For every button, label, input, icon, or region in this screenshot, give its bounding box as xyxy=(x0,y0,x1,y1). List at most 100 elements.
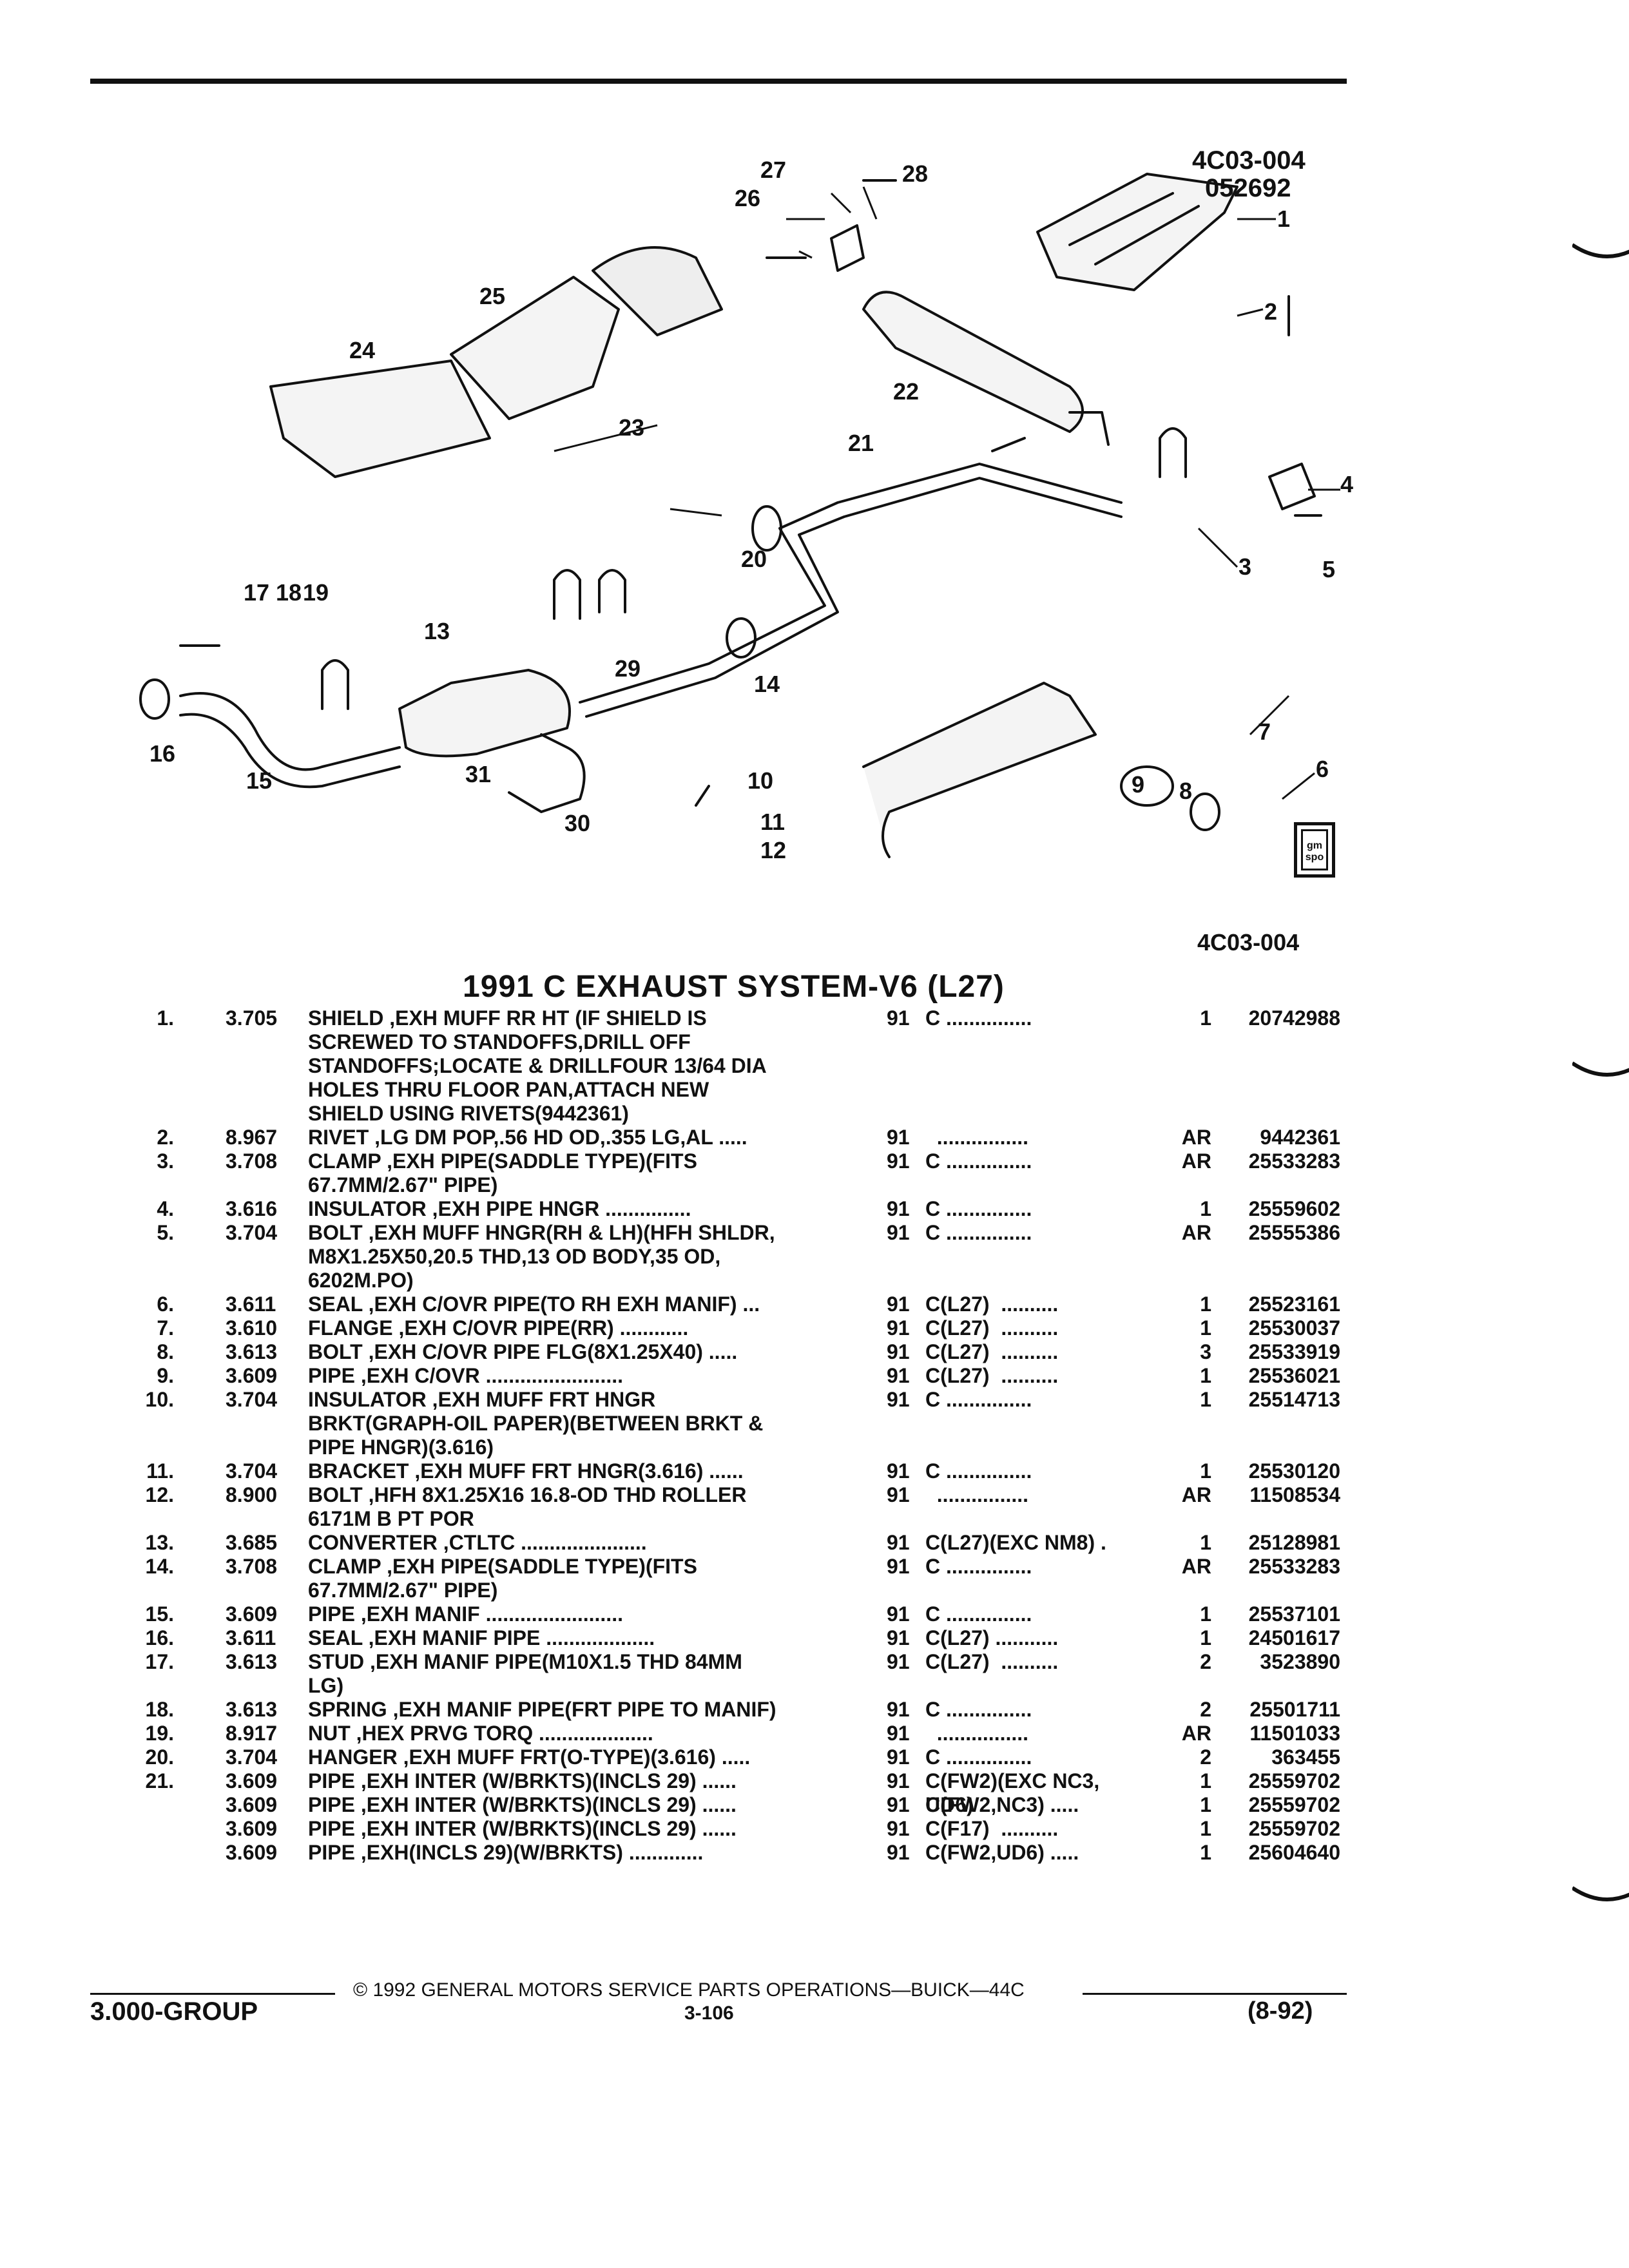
usage-code: C(FW2,NC3) ..... xyxy=(925,1793,1079,1816)
callout-29: 29 xyxy=(615,655,641,682)
callout-11: 11 xyxy=(760,809,785,835)
part-number: 25555386 xyxy=(1248,1221,1340,1244)
group-number: 3.613 xyxy=(226,1340,278,1363)
part-name: CONVERTER xyxy=(308,1531,438,1554)
usage-code: C ............... xyxy=(925,1388,1032,1411)
part-number: 25537101 xyxy=(1248,1602,1340,1626)
group-number: 3.685 xyxy=(226,1531,278,1554)
item-number: 17. xyxy=(145,1650,174,1673)
gm-spo-logo-text: gm spo xyxy=(1301,829,1328,870)
part-detail: ,EXH MANIF PIPE(FRT PIPE TO MANIF) xyxy=(387,1698,776,1721)
usage-code: C(L27)(EXC NM8) . xyxy=(925,1531,1106,1554)
part-name: STUD xyxy=(308,1650,365,1673)
callout-7: 7 xyxy=(1258,718,1271,745)
usage-code: C(FW2)(EXC NC3, UD6) xyxy=(925,1769,1100,1816)
group-number: 3.704 xyxy=(226,1459,278,1483)
model-year: 91 xyxy=(887,1817,910,1840)
part-detail: ,EXH C/OVR PIPE FLG(8X1.25X40) ..... xyxy=(362,1340,738,1363)
usage-code: C(L27) ........... xyxy=(925,1626,1059,1649)
footer-rule-left xyxy=(90,1993,335,1995)
part-description: CLAMP ,EXH PIPE(SADDLE TYPE)(FITS 67.7MM… xyxy=(308,1149,836,1197)
quantity: 2 xyxy=(1200,1698,1211,1721)
margin-mark xyxy=(1572,243,1629,258)
part-description: PIPE ,EXH INTER (W/BRKTS)(INCLS 29) ....… xyxy=(308,1793,836,1817)
part-number: 25533919 xyxy=(1248,1340,1340,1363)
figure-code: 4C03-004 xyxy=(1192,146,1306,175)
usage-code: C ............... xyxy=(925,1698,1032,1721)
callout-13: 13 xyxy=(424,618,450,644)
part-detail: ,EXH MUFF RR HT (IF SHIELD IS SCREWED TO… xyxy=(308,1006,767,1125)
part-number: 25530037 xyxy=(1248,1316,1340,1340)
usage-code: C(L27) .......... xyxy=(925,1340,1059,1363)
group-number: 3.609 xyxy=(226,1841,278,1864)
part-description: BOLT ,EXH MUFF HNGR(RH & LH)(HFH SHLDR, … xyxy=(308,1221,836,1293)
part-description: PIPE ,EXH C/OVR ........................ xyxy=(308,1364,836,1388)
item-number: 20. xyxy=(145,1745,174,1769)
group-number: 3.705 xyxy=(226,1006,278,1030)
group-number: 8.967 xyxy=(226,1126,278,1149)
model-year: 91 xyxy=(887,1006,910,1030)
callout-3: 3 xyxy=(1239,553,1251,580)
usage-code: C ............... xyxy=(925,1197,1032,1220)
item-number: 2. xyxy=(157,1126,174,1149)
callout-4: 4 xyxy=(1340,471,1353,497)
part-description: STUD ,EXH MANIF PIPE(M10X1.5 THD 84MM LG… xyxy=(308,1650,836,1698)
part-name: BOLT xyxy=(308,1221,363,1244)
usage-code: C ............... xyxy=(925,1602,1032,1626)
callout-20: 20 xyxy=(741,546,767,572)
item-number: 7. xyxy=(157,1316,174,1340)
part-number: 25559702 xyxy=(1248,1817,1340,1840)
model-year: 91 xyxy=(887,1126,910,1149)
part-description: INSULATOR ,EXH MUFF FRT HNGR BRKT(GRAPH-… xyxy=(308,1388,836,1459)
usage-code: ................ xyxy=(925,1126,1029,1149)
part-name: NUT xyxy=(308,1722,351,1745)
usage-code: C ............... xyxy=(925,1149,1032,1173)
model-year: 91 xyxy=(887,1197,910,1220)
quantity: 1 xyxy=(1200,1817,1211,1840)
margin-mark xyxy=(1572,1061,1629,1077)
part-number: 11508534 xyxy=(1249,1483,1340,1506)
part-detail: ,EXH C/OVR PIPE(RR) ............ xyxy=(392,1316,689,1340)
callout-21: 21 xyxy=(848,430,874,456)
usage-code: C ............... xyxy=(925,1221,1032,1244)
part-description: PIPE ,EXH(INCLS 29)(W/BRKTS) ...........… xyxy=(308,1841,836,1865)
usage-code: C ............... xyxy=(925,1745,1032,1769)
usage-code: ................ xyxy=(925,1483,1029,1506)
gm-spo-logo: gm spo xyxy=(1294,822,1335,878)
group-number: 3.609 xyxy=(226,1793,278,1816)
model-year: 91 xyxy=(887,1769,910,1792)
part-name: PIPE xyxy=(308,1817,355,1840)
usage-code: C(L27) .......... xyxy=(925,1650,1059,1673)
part-name: HANGER xyxy=(308,1745,398,1769)
quantity: 1 xyxy=(1200,1602,1211,1626)
model-year: 91 xyxy=(887,1388,910,1411)
group-number: 3.708 xyxy=(226,1149,278,1173)
model-year: 91 xyxy=(887,1531,910,1554)
part-number: 25501711 xyxy=(1249,1698,1340,1721)
callout-22: 22 xyxy=(893,378,919,405)
part-name: FLANGE xyxy=(308,1316,393,1340)
item-number: 3. xyxy=(157,1149,174,1173)
item-number: 18. xyxy=(145,1698,174,1721)
part-number: 25559702 xyxy=(1248,1769,1340,1792)
part-number: 25533283 xyxy=(1248,1555,1340,1578)
callout-2: 2 xyxy=(1264,298,1277,325)
callout-23: 23 xyxy=(619,414,644,441)
quantity: 2 xyxy=(1200,1650,1211,1673)
quantity: 1 xyxy=(1200,1388,1211,1411)
group-number: 3.609 xyxy=(226,1769,278,1792)
quantity: AR xyxy=(1181,1722,1211,1745)
part-number: 25559602 xyxy=(1248,1197,1340,1220)
part-description: SPRING ,EXH MANIF PIPE(FRT PIPE TO MANIF… xyxy=(308,1698,836,1722)
part-number: 20742988 xyxy=(1248,1006,1340,1030)
footer-rule-right xyxy=(1083,1993,1347,1995)
